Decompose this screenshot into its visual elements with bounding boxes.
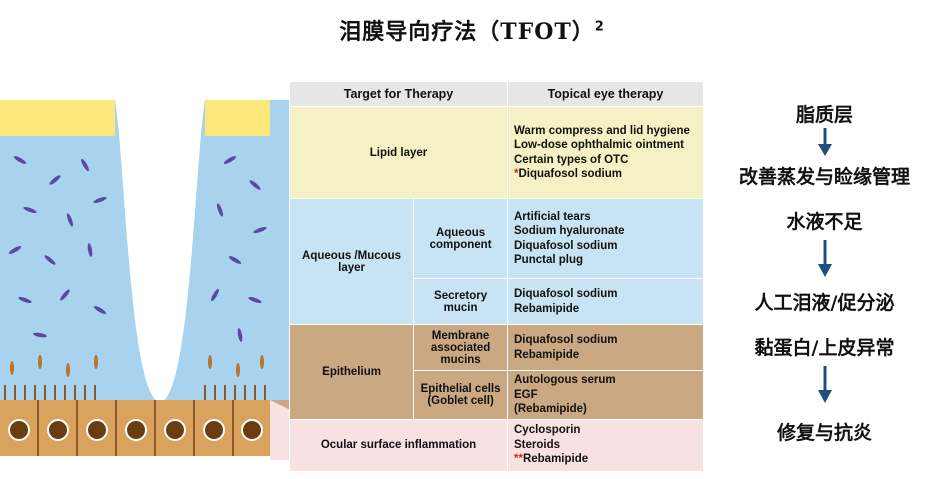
flow-aqueous: 水液不足	[786, 211, 863, 233]
header-target: Target for Therapy	[289, 81, 508, 107]
arrow-down-icon	[818, 128, 832, 156]
row-lipid: Lipid layer Warm compress and lid hygien…	[289, 106, 704, 199]
drugs-epithelial: Autologous serum EGF (Rebamipide)	[507, 370, 704, 420]
flow-mucin-action: 修复与抗炎	[776, 422, 872, 444]
drug: Artificial tears	[514, 210, 591, 223]
table-header-row: Target for Therapy Topical eye therapy	[289, 81, 704, 107]
drug-name: Diquafosol sodium	[518, 168, 622, 180]
drug-name: Rebamipide	[522, 453, 589, 466]
drug: Cyclosporin	[514, 424, 581, 437]
title-text: 泪膜导向疗法（TFOT）	[339, 19, 595, 45]
drugs-inflammation: Cyclosporin Steroids **Rebamipide	[507, 418, 704, 472]
drugs-membrane: Diquafosol sodium Rebamipide	[507, 324, 704, 371]
flow-aqueous-action: 人工泪液/促分泌	[754, 292, 895, 314]
flow-lipid-action: 改善蒸发与睑缘管理	[738, 166, 910, 188]
drug: Warm compress and lid hygiene	[514, 124, 690, 137]
drug: Punctal plug	[514, 254, 583, 266]
drug: Certain types of OTC	[514, 153, 629, 166]
flow-lipid: 脂质层	[795, 104, 853, 126]
target-ocular-surface-inflammation: Ocular surface inflammation	[289, 418, 508, 472]
drug: Steroids	[514, 438, 561, 451]
drug: Diquafosol sodium	[514, 239, 618, 252]
target-lipid-layer: Lipid layer	[289, 106, 508, 199]
asterisk-mark: *	[514, 168, 519, 180]
drug: Rebamipide	[514, 348, 580, 361]
lipid-layer-right	[205, 100, 270, 136]
target-aqueous-mucous: Aqueous /Mucous layer	[288, 198, 415, 325]
arrow-down-icon	[818, 366, 832, 403]
header-therapy: Topical eye therapy	[507, 81, 704, 107]
epithelial-cells	[0, 400, 270, 456]
row-aqueous-component: Aqueous /Mucous layer Aqueous component …	[288, 198, 704, 325]
connector-inflammation	[270, 400, 290, 460]
title-superscript: 2	[594, 19, 605, 35]
lipid-layer-left	[0, 100, 115, 136]
drugs-lipid: Warm compress and lid hygiene Low-dose o…	[507, 106, 704, 199]
drugs-secretory: Diquafosol sodium Rebamipide	[507, 278, 704, 325]
drug: Diquafosol sodium	[514, 288, 618, 300]
drug: Diquafosol sodium	[514, 334, 618, 346]
aqueous-layer	[0, 100, 290, 400]
drug: Rebamipide	[514, 302, 580, 315]
page-title: 泪膜导向疗法（TFOT）2	[0, 14, 944, 46]
mucin-particles	[8, 156, 267, 342]
target-epithelial-cells: Epithelial cells (Goblet cell)	[413, 370, 508, 420]
drug: Sodium hyaluronate	[514, 225, 625, 237]
drug: Autologous serum	[514, 374, 616, 386]
drug-diquafosol: *Diquafosol sodium	[514, 167, 697, 182]
drug: Low-dose ophthalmic ointment	[514, 139, 684, 151]
drug: EGF	[514, 388, 538, 401]
arrow-down-icon	[818, 240, 832, 277]
membrane-mucins	[10, 355, 264, 377]
target-aqueous-component: Aqueous component	[413, 198, 508, 279]
microvilli	[4, 385, 266, 400]
therapy-table: Target for Therapy Topical eye therapy L…	[288, 81, 704, 472]
row-membrane-mucins: Epithelium Membrane associated mucins Di…	[288, 324, 704, 420]
target-epithelium: Epithelium	[288, 324, 415, 420]
row-inflammation: Ocular surface inflammation Cyclosporin …	[289, 418, 704, 472]
double-asterisk-mark: **	[514, 453, 523, 466]
target-secretory-mucin: Secretory mucin	[413, 278, 508, 325]
tear-film-illustration	[0, 100, 290, 460]
drugs-aqueous: Artificial tears Sodium hyaluronate Diqu…	[507, 198, 704, 279]
target-membrane-mucins: Membrane associated mucins	[413, 324, 508, 371]
flow-mucin: 黏蛋白/上皮异常	[754, 337, 895, 359]
drug: (Rebamipide)	[514, 403, 587, 415]
drug-rebamipide: **Rebamipide	[514, 452, 697, 467]
